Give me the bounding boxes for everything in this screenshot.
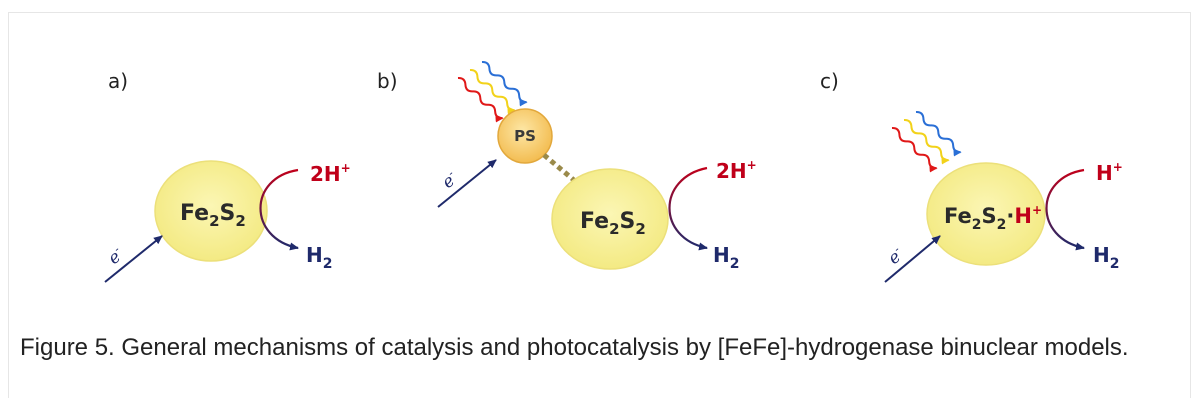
electron-arrow	[884, 235, 941, 283]
panel-label-c: c)	[820, 69, 839, 93]
proton-label: H+	[1096, 160, 1123, 185]
figure-frame	[8, 12, 1191, 398]
electron-arrow	[104, 235, 163, 283]
mechanism-diagram: a) Fe2S2 2H+ H2 e- b) PS Fe2S2 2H+ H2 e-…	[103, 60, 1123, 283]
catalyst-label: Fe2S2·H+	[944, 203, 1042, 233]
panel-b: b) PS Fe2S2 2H+ H2 e-	[377, 60, 757, 272]
catalyst-ellipse	[551, 168, 669, 270]
turnover-arrow	[1045, 168, 1085, 251]
electron-arrow	[437, 159, 497, 208]
linker-dotted	[542, 153, 577, 183]
figure-caption: Figure 5. General mechanisms of catalysi…	[20, 334, 1129, 361]
panel-label-b: b)	[377, 69, 398, 93]
product-label: H2	[1093, 243, 1120, 272]
product-label: H2	[713, 243, 740, 272]
turnover-arrow	[668, 166, 708, 251]
panel-label-a: a)	[108, 69, 128, 93]
photosensitizer-label: PS	[514, 127, 536, 145]
electron-label: e-	[437, 167, 462, 193]
panel-c: c) Fe2S2·H+ H+ H2 e-	[820, 69, 1123, 283]
product-label: H2	[306, 243, 333, 272]
turnover-arrow	[259, 168, 299, 251]
light-rays-icon	[457, 60, 528, 123]
panel-a: a) Fe2S2 2H+ H2 e-	[103, 69, 351, 283]
photosensitizer-circle	[497, 108, 553, 164]
catalyst-ellipse	[154, 160, 268, 262]
catalyst-label: Fe2S2	[580, 209, 646, 238]
catalyst-ellipse	[926, 162, 1046, 266]
catalyst-label: Fe2S2	[180, 201, 246, 230]
electron-label: e-	[103, 243, 128, 269]
light-rays-icon	[891, 110, 962, 173]
proton-label: 2H+	[716, 158, 757, 183]
proton-label: 2H+	[310, 161, 351, 186]
